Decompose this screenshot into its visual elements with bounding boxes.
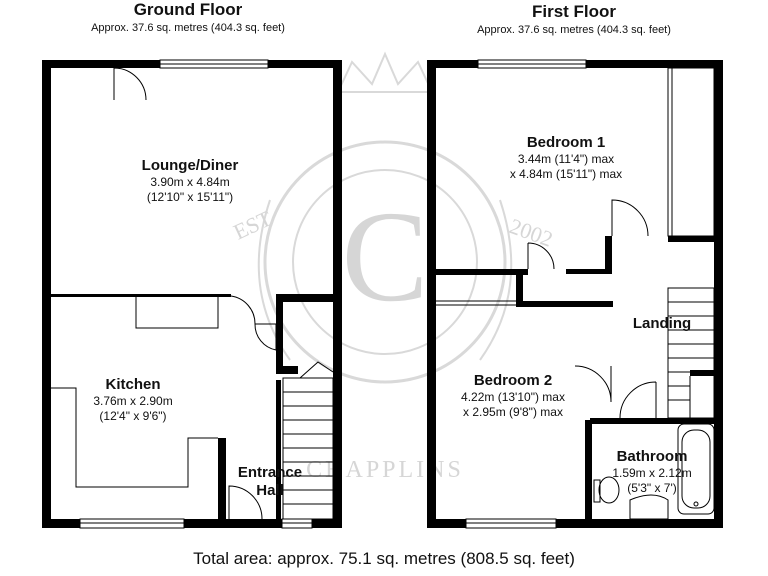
toilet-icon — [598, 476, 620, 504]
room-landing: Landing — [633, 315, 691, 332]
room-name: Bedroom 2 — [474, 372, 552, 389]
watermark-brand: CHAPPLINS — [306, 457, 464, 483]
room-dimensions-metric: 3.76m x 2.90m — [93, 394, 172, 408]
total-area: Total area: approx. 75.1 sq. metres (808… — [193, 549, 575, 568]
room-dimensions-metric: 3.44m (11'4") max — [518, 152, 614, 166]
room-name: Lounge/Diner — [142, 157, 239, 174]
first-floor-title: First Floor — [532, 2, 616, 21]
room-dimensions-metric: 3.90m x 4.84m — [150, 175, 229, 189]
room-dimensions-imperial: (12'4" x 9'6") — [99, 409, 166, 423]
room-lounge-diner: Lounge/Diner 3.90m x 4.84m (12'10" x 15'… — [142, 157, 239, 204]
room-name: Kitchen — [105, 376, 160, 393]
bathroom-door — [619, 381, 657, 419]
room-bedroom-2: Bedroom 2 4.22m (13'10") max x 2.95m (9'… — [461, 372, 565, 419]
patio-door — [113, 67, 147, 101]
room-name: Entrance — [238, 464, 302, 481]
crown-icon — [336, 51, 434, 93]
watermark-c: C — [342, 185, 429, 329]
bedroom2-door — [574, 365, 612, 403]
ground-floor-plan — [42, 59, 342, 529]
room-dimensions-metric: 1.59m x 2.12m — [612, 466, 691, 480]
bedroom1-door — [611, 199, 649, 237]
room-dimensions-imperial: x 2.95m (9'8") max — [463, 405, 563, 419]
bath-icon — [677, 423, 715, 515]
watermark-est: EST — [230, 205, 277, 244]
room-name: Bathroom — [617, 448, 688, 465]
ground-floor-title: Ground Floor — [134, 0, 243, 19]
front-door — [228, 485, 263, 520]
room-bedroom-1: Bedroom 1 3.44m (11'4") max x 4.84m (15'… — [510, 134, 622, 181]
room-bathroom: Bathroom 1.59m x 2.12m (5'3" x 7') — [612, 448, 691, 495]
first-floor-plan — [427, 59, 723, 529]
ground-floor-area: Approx. 37.6 sq. metres (404.3 sq. feet) — [91, 22, 285, 34]
stairs — [667, 287, 715, 419]
watermark-year: 2002 — [506, 213, 556, 252]
room-name-line2: Hall — [256, 482, 284, 499]
stairs — [282, 361, 334, 520]
room-dimensions-metric: 4.22m (13'10") max — [461, 390, 565, 404]
room-kitchen: Kitchen 3.76m x 2.90m (12'4" x 9'6") — [93, 376, 172, 423]
room-entrance-hall: Entrance Hall — [238, 464, 302, 499]
room-name: Landing — [633, 315, 691, 332]
room-dimensions-imperial: x 4.84m (15'11") max — [510, 167, 622, 181]
hall-door — [254, 323, 277, 351]
cupboard-door — [527, 242, 555, 270]
room-dimensions-imperial: (12'10" x 15'11") — [147, 190, 233, 204]
room-dimensions-imperial: (5'3" x 7') — [627, 481, 677, 495]
sink-icon — [629, 494, 669, 520]
room-name: Bedroom 1 — [527, 134, 605, 151]
first-floor-area: Approx. 37.6 sq. metres (404.3 sq. feet) — [477, 24, 671, 36]
